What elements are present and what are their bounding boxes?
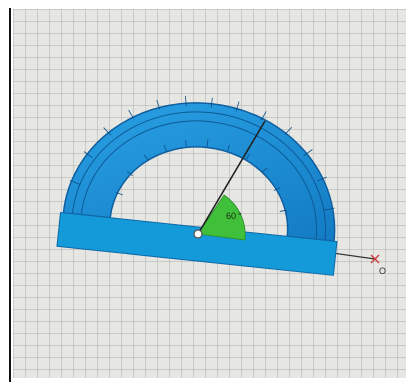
point-label: O	[379, 266, 386, 276]
window-edge	[9, 8, 11, 382]
degree-symbol: °	[238, 211, 242, 221]
point-marker[interactable]	[370, 254, 380, 264]
protractor-base[interactable]	[56, 211, 338, 276]
angle-sector[interactable]	[197, 194, 246, 241]
geometry-canvas[interactable]: 60 ° O	[13, 9, 406, 378]
drawing-surface[interactable]: 60 ° O	[13, 9, 406, 378]
vertex-handle[interactable]	[193, 229, 203, 239]
protractor[interactable]	[56, 83, 351, 276]
protractor-arc[interactable]	[62, 90, 346, 243]
protractor-ticks	[63, 95, 335, 242]
angle-label: 60	[226, 211, 236, 221]
angle-ray[interactable]	[197, 120, 266, 235]
